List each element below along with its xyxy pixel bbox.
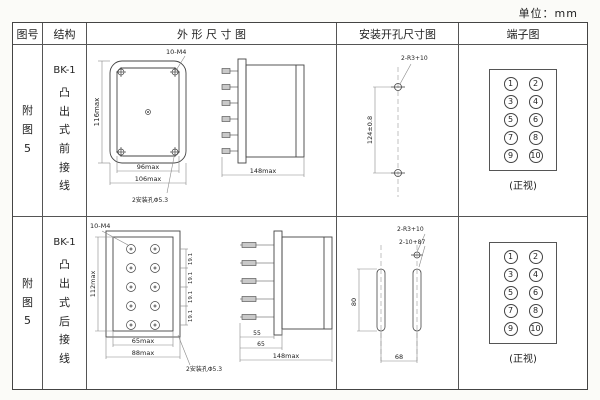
- dim-slot-spacing-label: 68: [394, 353, 402, 361]
- dim-pitch-label: 19.1: [188, 310, 194, 322]
- terminal-box: 1 2 3 4 5 6 7 8 9 10: [489, 69, 557, 171]
- header-mounting-dims: 安装开孔尺寸图: [337, 23, 459, 45]
- header-outline-dims: 外 形 尺 寸 图: [87, 23, 337, 45]
- mount-hole-label: 2安装孔Φ5.3: [131, 196, 167, 204]
- mounting-dim-lines: [372, 63, 411, 173]
- terminal-studs: [125, 244, 160, 330]
- row1-structure: BK-1 凸出式前接线: [43, 45, 87, 217]
- dim-pitch-label: 19.1: [188, 253, 194, 265]
- terminal-6: 6: [528, 113, 543, 127]
- dim-height-label: 112max: [89, 271, 97, 298]
- terminal-box: 1 2 3 4 5 6 7 8 9 10: [489, 241, 557, 344]
- fig-no-label: 附图5: [21, 104, 33, 155]
- spec-table: 图号 结构 外 形 尺 寸 图 安装开孔尺寸图 端子图 附图5 BK-1 凸出式…: [12, 22, 588, 390]
- dimension-lines: [97, 55, 186, 193]
- row1-terminal-diagram: 1 2 3 4 5 6 7 8 9 10 (正视): [459, 45, 587, 217]
- terminal-9: 9: [503, 321, 518, 336]
- structure-desc: 凸出式前接线: [58, 85, 70, 193]
- centerlines: [380, 245, 417, 361]
- dim-outer-width-label: 88max: [131, 349, 154, 357]
- mount-hole-label: 2安装孔Φ5.3: [186, 365, 222, 373]
- terminal-8: 8: [528, 131, 543, 145]
- model-label: BK-1: [53, 237, 76, 249]
- row1-mounting-drawing: 124±0.8 2-R3+10: [337, 45, 459, 217]
- front-view-caption: (正视): [509, 181, 537, 192]
- screw-spec-label: 10-M4: [166, 48, 186, 56]
- terminal-10: 10: [528, 321, 543, 336]
- outline-drawing-rear-wiring: 10-M4 112max 19.1 19.1 19.1 19.1 65max 8…: [89, 222, 332, 373]
- row2-fig-no: 附图5: [13, 217, 43, 389]
- terminal-1: 1: [503, 249, 518, 264]
- outline-drawing-front-wiring: 116max 10-M4 96max 106max 2安装孔Φ5.3: [93, 48, 304, 204]
- side-dim-lines: [239, 323, 332, 362]
- dim-outer-width-label: 106max: [134, 175, 161, 183]
- structure-desc: 凸出式后接线: [58, 258, 70, 365]
- mounting-dim-lines: [356, 233, 425, 363]
- dim-pin-width1-label: 55: [253, 330, 261, 337]
- dim-depth-label: 148max: [249, 167, 276, 175]
- terminal-7: 7: [503, 303, 518, 318]
- terminal-8: 8: [528, 303, 543, 318]
- row1-fig-no: 附图5: [13, 45, 43, 217]
- fig-no-label: 附图5: [21, 276, 33, 328]
- terminal-3: 3: [503, 267, 518, 282]
- unit-label: 单位：mm: [518, 7, 578, 20]
- row2-mounting-drawing: 2-R3+10 2-10+87 80 68: [337, 217, 459, 389]
- row2-outline-drawing: 10-M4 112max 19.1 19.1 19.1 19.1 65max 8…: [87, 217, 337, 389]
- terminal-2: 2: [528, 249, 543, 264]
- terminal-5: 5: [503, 285, 518, 300]
- terminal-1: 1: [503, 77, 518, 91]
- mounting-holes: [390, 82, 405, 177]
- dim-pitch-label: 19.1: [188, 272, 194, 284]
- row2-structure: BK-1 凸出式后接线: [43, 217, 87, 389]
- side-view-body: [237, 58, 304, 163]
- terminal-4: 4: [528, 95, 543, 109]
- header-terminal-diagram: 端子图: [459, 23, 587, 45]
- row1-outline-drawing: 116max 10-M4 96max 106max 2安装孔Φ5.3: [87, 45, 337, 217]
- side-dim-lines: [221, 156, 304, 177]
- dim-pin-width2-label: 65: [257, 341, 265, 348]
- mounting-drawing-front-wiring: 124±0.8 2-R3+10: [366, 55, 428, 197]
- terminal-10: 10: [528, 149, 543, 163]
- front-view-body: [109, 60, 186, 163]
- screw-spec-label: 10-M4: [90, 222, 110, 230]
- terminal-7: 7: [503, 131, 518, 145]
- terminal-9: 9: [503, 149, 518, 163]
- row2-terminal-diagram: 1 2 3 4 5 6 7 8 9 10 (正视): [459, 217, 587, 389]
- dimension-lines: [94, 230, 190, 366]
- dim-inner-width-label: 65max: [131, 337, 154, 345]
- header-fig-no: 图号: [13, 23, 43, 45]
- terminal-2: 2: [528, 77, 543, 91]
- mounting-slots: [376, 251, 423, 332]
- dim-height-label: 116max: [93, 97, 101, 126]
- side-view-pins: [221, 67, 238, 154]
- terminal-3: 3: [503, 95, 518, 109]
- mounting-slot-spec-label: 2-10+87: [399, 239, 425, 246]
- side-view-body: [273, 230, 332, 336]
- dim-slot-height-label: 80: [350, 298, 358, 306]
- dim-depth-label: 148max: [272, 352, 299, 360]
- dim-pitch-label: 19.1: [188, 291, 194, 303]
- header-structure: 结构: [43, 23, 87, 45]
- side-view-pins: [239, 242, 274, 320]
- mounting-hole-spec-label: 2-R3+10: [397, 226, 424, 233]
- terminal-6: 6: [528, 285, 543, 300]
- front-view-caption: (正视): [509, 353, 537, 365]
- terminal-4: 4: [528, 267, 543, 282]
- model-label: BK-1: [53, 64, 76, 76]
- mounting-hole-spec-label: 2-R3+10: [401, 55, 428, 62]
- terminal-5: 5: [503, 113, 518, 127]
- mounting-drawing-rear-wiring: 2-R3+10 2-10+87 80 68: [350, 226, 425, 363]
- rear-view-body: [105, 230, 180, 338]
- corner-screws: [115, 66, 180, 157]
- dim-inner-width-label: 96max: [136, 163, 159, 171]
- dim-hole-spacing-label: 124±0.8: [366, 115, 374, 143]
